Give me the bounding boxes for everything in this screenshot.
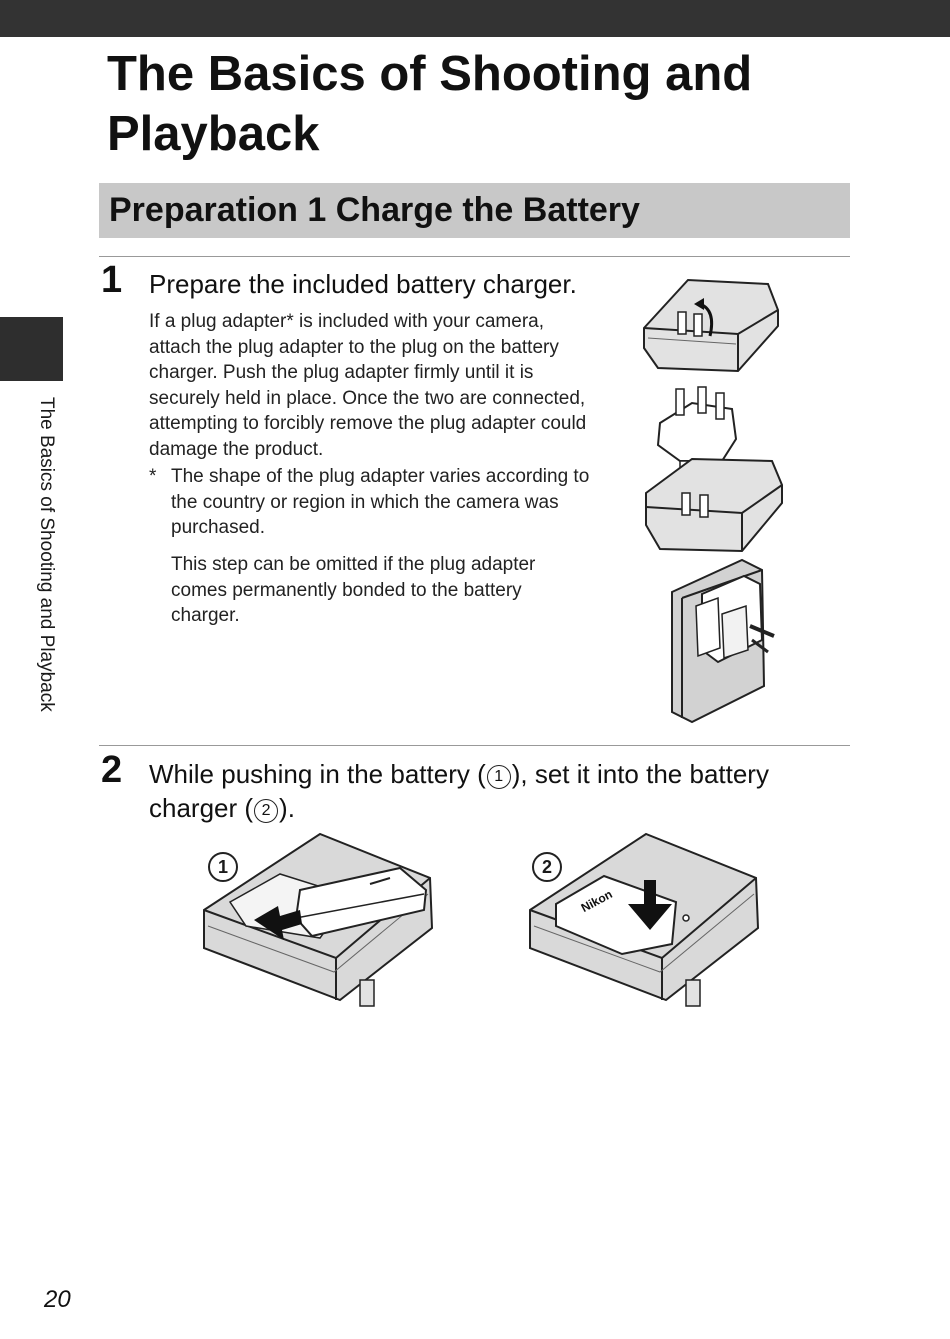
battery-insert-illustration: 1 xyxy=(200,830,440,1010)
divider xyxy=(99,256,850,257)
step-heading: Prepare the included battery charger. xyxy=(149,269,577,299)
chapter-title: The Basics of Shooting and Playback xyxy=(107,47,753,161)
callout-label: 1 xyxy=(208,852,238,882)
note-text-2: This step can be omitted if the plug ada… xyxy=(171,554,536,626)
plug-adapter-attach-illustration xyxy=(645,386,783,553)
step-heading: While pushing in the battery (1), set it… xyxy=(149,759,769,823)
note-marker: * xyxy=(149,466,157,487)
charger-with-adapter-illustration xyxy=(671,558,775,724)
step-number: 2 xyxy=(101,749,123,791)
step-body: If a plug adapter* is included with your… xyxy=(149,311,587,460)
callout-label: 2 xyxy=(532,852,562,882)
note-text: The shape of the plug adapter varies acc… xyxy=(171,466,590,538)
step-number: 1 xyxy=(101,259,123,301)
divider xyxy=(99,745,850,746)
battery-seated-illustration: Nikon 2 xyxy=(526,830,766,1010)
callout-marker: 1 xyxy=(486,765,511,789)
chapter-tab-marker xyxy=(0,317,63,381)
callout-marker: 2 xyxy=(254,799,279,823)
section-title: Preparation 1 Charge the Battery xyxy=(99,183,850,238)
header-bar xyxy=(0,0,950,37)
chapter-tab-label: The Basics of Shooting and Playback xyxy=(36,397,57,712)
page-number: 20 xyxy=(44,1286,71,1313)
charger-folded-plug-illustration xyxy=(643,278,779,373)
